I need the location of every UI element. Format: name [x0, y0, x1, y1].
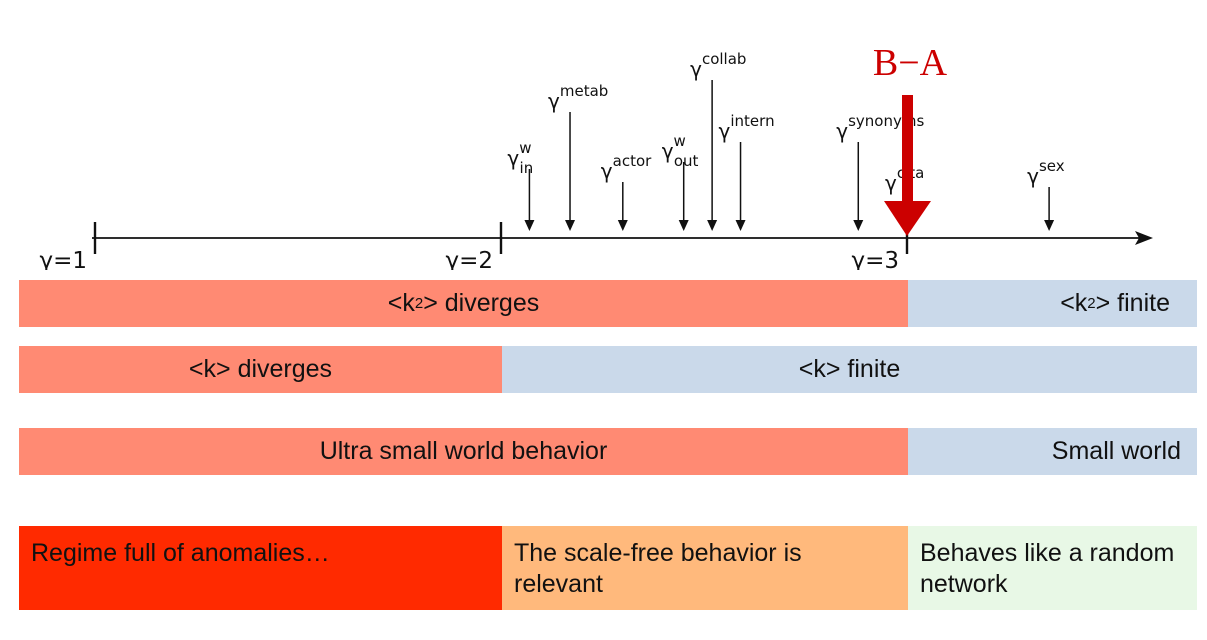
marker-arrow-head [524, 220, 535, 231]
regime-anomalies: Regime full of anomalies… [19, 526, 502, 610]
marker-base: γ [885, 171, 897, 195]
marker-sup: synonyms [848, 112, 924, 130]
marker-sup: metab [560, 82, 608, 100]
marker-arrow-head [707, 220, 718, 231]
regime-anomalies-label: Regime full of anomalies… [31, 539, 330, 567]
marker-base: γ [719, 119, 731, 143]
band-k-diverges: <k> diverges [19, 346, 502, 393]
small-world-label: Small world [1051, 437, 1181, 465]
marker-base: γ [601, 159, 613, 183]
band-small-world: Small world [908, 428, 1197, 475]
marker-sup: sex [1039, 157, 1065, 175]
k2-finite-pre: <k [1060, 289, 1088, 317]
marker-arrow-head [853, 220, 864, 231]
marker-label: γmetab [548, 82, 608, 113]
axis-tick-label: γ=2 [445, 248, 493, 270]
regime-random-network: Behaves like a random network [908, 526, 1197, 610]
marker-label: γactor [601, 152, 652, 183]
axis-arrowhead [1135, 231, 1153, 245]
marker-arrow-head [617, 220, 628, 231]
marker-base: γ [836, 119, 848, 143]
k2-diverges-pre: <k [387, 289, 415, 317]
ba-arrow-head [884, 201, 931, 236]
marker-label: γsex [1027, 157, 1065, 188]
marker-arrow-head [565, 220, 576, 231]
ba-arrow-shaft [902, 95, 913, 205]
marker-sub: out [674, 152, 699, 170]
marker-sup: w [674, 132, 686, 150]
marker-sup: collab [702, 50, 746, 68]
ba-label: B−A [873, 42, 948, 84]
regime-scale-free-label: The scale-free behavior is relevant [514, 539, 802, 598]
marker-sup: intern [730, 112, 774, 130]
marker-arrow-head [735, 220, 746, 231]
marker-label: γw in [507, 139, 533, 177]
axis-tick-label: γ=1 [39, 248, 87, 270]
marker-sup: w [519, 139, 531, 157]
marker-base: γ [1027, 164, 1039, 188]
k2-finite-post: > finite [1095, 289, 1170, 317]
marker-base: γ [690, 57, 702, 81]
marker-arrow-head [1044, 220, 1055, 231]
k2-diverges-post: > diverges [423, 289, 540, 317]
band-k-finite: <k> finite [502, 346, 1197, 393]
marker-label: γcollab [690, 50, 746, 81]
k-finite-label: <k> finite [798, 355, 901, 383]
marker-sub: in [520, 159, 534, 177]
marker-base: γ [507, 146, 519, 170]
marker-label: γintern [719, 112, 775, 143]
band-ultra-small-world: Ultra small world behavior [19, 428, 908, 475]
regime-random-label: Behaves like a random network [920, 539, 1175, 598]
marker-base: γ [662, 139, 674, 163]
marker-sup: actor [613, 152, 652, 170]
k-diverges-label: <k> diverges [188, 355, 333, 383]
axis-tick-label: γ=3 [851, 248, 899, 270]
marker-arrow-head [678, 220, 689, 231]
marker-label: γw out [662, 132, 699, 170]
ultra-small-label: Ultra small world behavior [319, 437, 608, 465]
marker-base: γ [548, 89, 560, 113]
regime-scale-free: The scale-free behavior is relevant [502, 526, 908, 610]
